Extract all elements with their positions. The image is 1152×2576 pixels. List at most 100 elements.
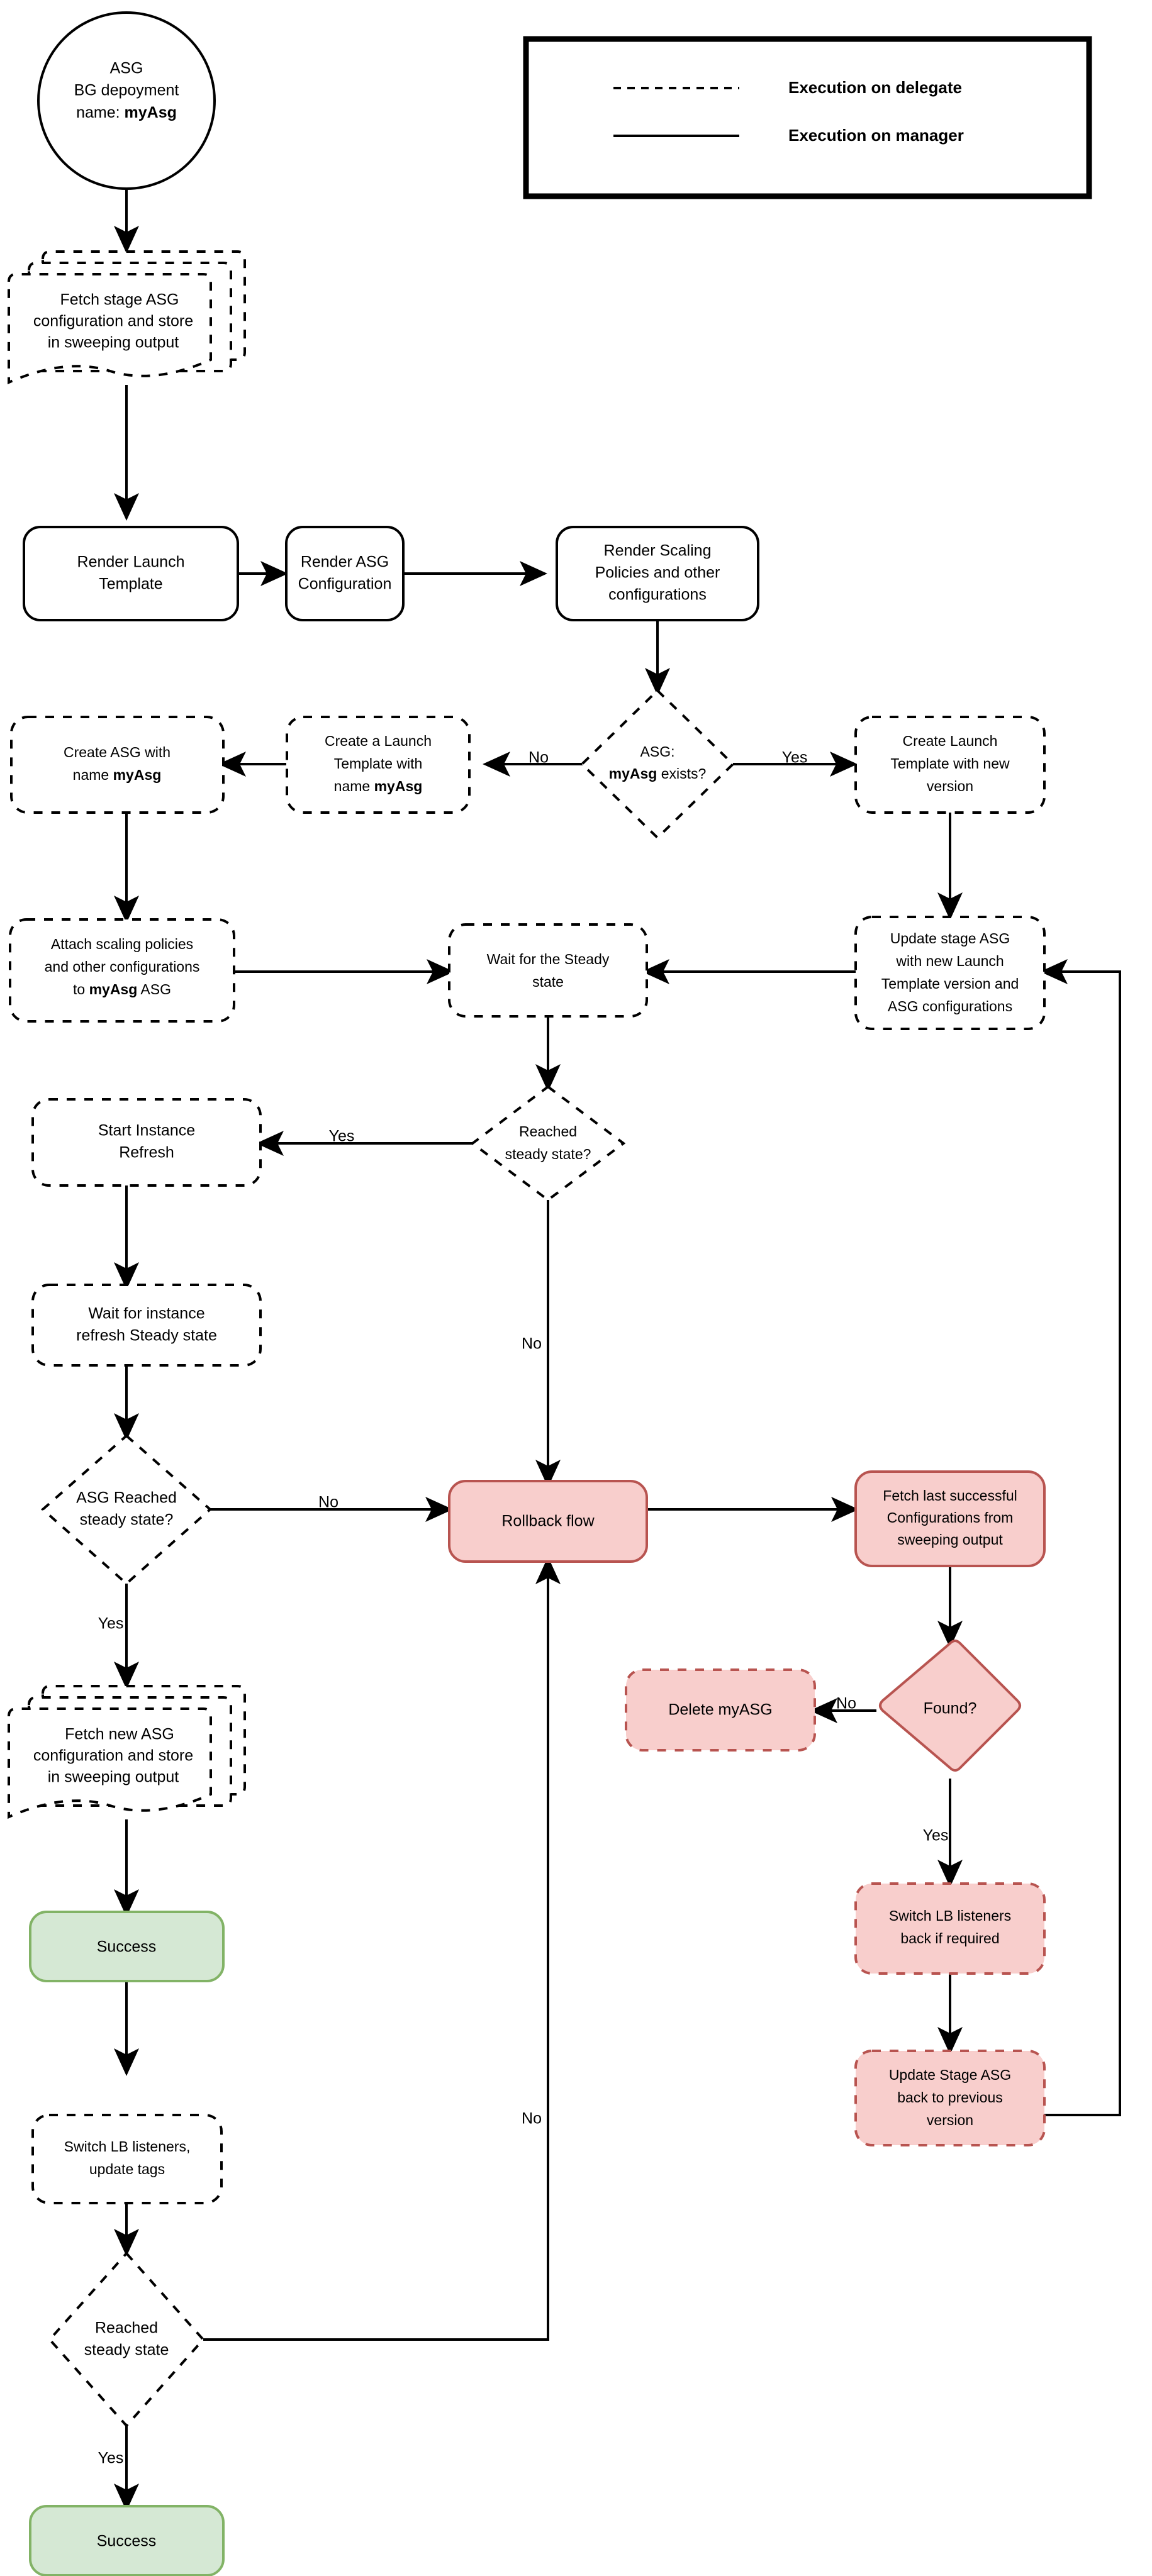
node-asg-reached-steady-state[interactable]: ASG Reached steady state? — [40, 1434, 213, 1585]
reached-2-line2: steady state — [84, 2341, 169, 2359]
attach-line1: Attach scaling policies — [51, 936, 193, 952]
asg-exists-line2: myAsg exists? — [609, 765, 707, 782]
start-refresh-line1: Start Instance — [98, 1122, 195, 1140]
attach-line3: to myAsg ASG — [73, 981, 171, 997]
node-rollback-flow[interactable]: Rollback flow — [448, 1480, 648, 1563]
fetch-last-line1: Fetch last successful — [883, 1487, 1017, 1504]
node-success-1[interactable]: Success — [29, 1911, 225, 1982]
render-lt-rect — [23, 526, 239, 621]
reached-2-line1: Reached — [95, 2319, 158, 2337]
fetch-stage-doc-front — [8, 273, 212, 385]
update-stage-back-line1: Update Stage ASG — [889, 2067, 1011, 2083]
wait-steady-line2: state — [532, 974, 564, 990]
node-attach-scaling-policies[interactable]: Attach scaling policies and other config… — [9, 918, 235, 1023]
update-stage-back-line3: version — [927, 2112, 973, 2128]
update-stage-back-rect — [854, 2050, 1046, 2146]
node-switch-lb-tags[interactable]: Switch LB listeners, update tags — [31, 2114, 223, 2204]
node-fetch-stage-asg[interactable]: Fetch stage ASG configuration and store … — [8, 250, 246, 385]
fetch-stage-line1: Fetch stage ASG — [60, 291, 179, 309]
fetch-last-line2: Configurations from — [887, 1509, 1014, 1526]
fetch-new-line1: Fetch new ASG — [65, 1726, 174, 1743]
create-lt-rect — [286, 716, 471, 814]
render-scaling-rect — [556, 526, 759, 621]
render-asg-line1: Render ASG — [301, 553, 389, 571]
create-lt-new-line1: Create Launch — [903, 733, 998, 749]
render-asg-line2: Configuration — [298, 575, 392, 593]
node-wait-steady-state[interactable]: Wait for the Steady state — [448, 923, 648, 1018]
edge-label-found-no: No — [836, 1695, 856, 1713]
found-label: Found? — [924, 1700, 977, 1718]
create-lt-line3: name myAsg — [334, 778, 423, 794]
create-asg-line1: Create ASG with — [64, 744, 171, 760]
switch-lb-back-line1: Switch LB listeners — [889, 1907, 1011, 1924]
node-asg-exists-decision[interactable]: ASG: myAsg exists? — [580, 689, 735, 840]
fetch-last-line3: sweeping output — [897, 1531, 1003, 1548]
node-create-asg[interactable]: Create ASG with name myAsg — [10, 716, 225, 814]
node-wait-instance-refresh[interactable]: Wait for instance refresh Steady state — [31, 1284, 262, 1367]
node-create-lt-new-version[interactable]: Create Launch Template with new version — [854, 716, 1046, 814]
rollback-flow-label: Rollback flow — [501, 1513, 595, 1530]
node-update-stage-asg[interactable]: Update stage ASG with new Launch Templat… — [854, 916, 1046, 1030]
reached-1-line1: Reached — [519, 1123, 577, 1140]
wait-refresh-line1: Wait for instance — [88, 1305, 204, 1323]
update-stage-line4: ASG configurations — [888, 998, 1012, 1014]
success-1-rect — [29, 1911, 225, 1982]
fetch-stage-line2: configuration and store — [33, 313, 193, 330]
reached-steady-2-diamond — [48, 2251, 205, 2428]
asg-reached-line2: steady state? — [80, 1511, 174, 1529]
fetch-new-doc-front — [8, 1707, 212, 1819]
node-delete-myasg[interactable]: Delete myASG — [625, 1668, 816, 1752]
node-success-2[interactable]: Success — [29, 2505, 225, 2576]
node-fetch-new-asg[interactable]: Fetch new ASG configuration and store in… — [8, 1685, 246, 1819]
node-found-decision[interactable]: Found? — [879, 1640, 1021, 1772]
render-asg-rect — [285, 526, 405, 621]
node-switch-lb-back[interactable]: Switch LB listeners back if required — [854, 1882, 1046, 1975]
fetch-new-line2: configuration and store — [33, 1747, 193, 1765]
update-stage-line1: Update stage ASG — [890, 930, 1010, 947]
switch-lb-back-line2: back if required — [900, 1930, 999, 1946]
edge-label-reached-2-no: No — [522, 2110, 542, 2128]
delete-myasg-rect — [625, 1668, 816, 1752]
edge-label-reached-2-yes: Yes — [98, 2450, 124, 2467]
asg-exists-line1: ASG: — [640, 743, 675, 760]
start-line2: BG depoyment — [74, 82, 179, 99]
asg-exists-diamond — [580, 689, 735, 840]
render-scaling-line1: Render Scaling — [604, 542, 712, 560]
attach-scaling-rect — [9, 918, 235, 1023]
reached-steady-1-diamond — [470, 1085, 626, 1202]
success-2-rect — [29, 2505, 225, 2576]
node-render-asg-configuration[interactable]: Render ASG Configuration — [285, 526, 405, 621]
edge-label-asg-exists-yes: Yes — [782, 749, 808, 767]
start-line3: name: myAsg — [76, 104, 177, 121]
fetch-last-rect — [854, 1470, 1046, 1567]
create-lt-new-line2: Template with new — [890, 755, 1010, 772]
legend-delegate-label: Execution on delegate — [788, 78, 962, 97]
node-render-launch-template[interactable]: Render Launch Template — [23, 526, 239, 621]
create-lt-new-line3: version — [927, 778, 973, 794]
create-lt-new-rect — [854, 716, 1046, 814]
update-stage-line2: with new Launch — [895, 953, 1004, 969]
edges: No Yes Yes No No Yes — [98, 189, 1121, 2511]
switch-lb-tags-rect — [31, 2114, 223, 2204]
edge-label-asg-reached-no: No — [318, 1494, 338, 1511]
node-reached-steady-state-1[interactable]: Reached steady state? — [470, 1085, 626, 1202]
reached-1-line2: steady state? — [505, 1146, 591, 1162]
node-create-launch-template[interactable]: Create a Launch Template with name myAsg — [286, 716, 471, 814]
node-reached-steady-state-2[interactable]: Reached steady state — [48, 2251, 205, 2428]
found-diamond — [879, 1640, 1021, 1772]
node-start[interactable]: ASG BG depoyment name: myAsg — [37, 11, 216, 190]
node-start-instance-refresh[interactable]: Start Instance Refresh — [31, 1098, 262, 1187]
update-stage-asg-rect — [854, 916, 1046, 1030]
edge-label-reached-1-no: No — [522, 1335, 542, 1353]
asg-reached-line1: ASG Reached — [76, 1489, 177, 1507]
update-stage-line3: Template version and — [881, 975, 1019, 992]
node-update-stage-back[interactable]: Update Stage ASG back to previous versio… — [854, 2050, 1046, 2146]
edge-reached-2-no — [203, 1557, 561, 2341]
node-fetch-last-successful[interactable]: Fetch last successful Configurations fro… — [854, 1470, 1046, 1567]
edge-label-asg-reached-yes: Yes — [98, 1615, 124, 1633]
wait-refresh-line2: refresh Steady state — [76, 1327, 217, 1345]
node-render-scaling-policies[interactable]: Render Scaling Policies and other config… — [556, 526, 759, 621]
render-scaling-line3: configurations — [608, 586, 707, 604]
